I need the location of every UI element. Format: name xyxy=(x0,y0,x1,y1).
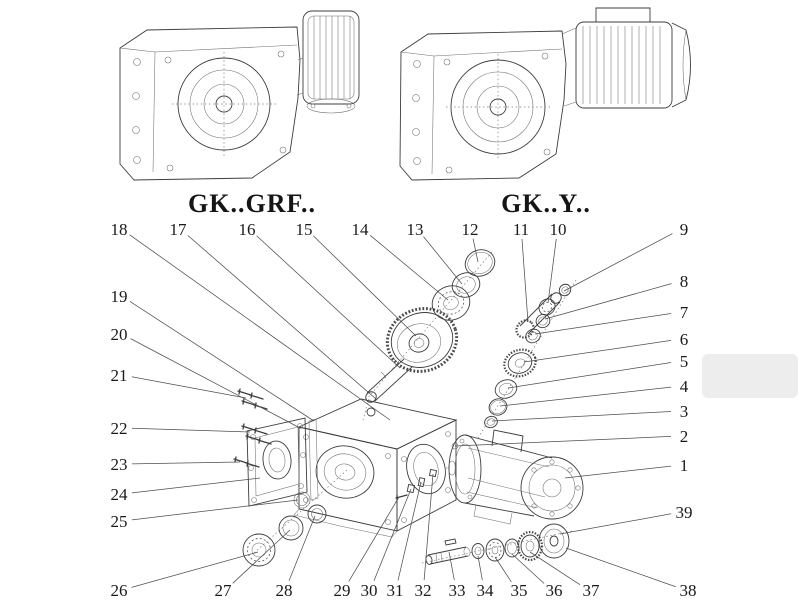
part-number-16: 16 xyxy=(239,220,256,239)
leader-line-27 xyxy=(232,529,291,584)
exploded-gasket xyxy=(308,418,319,501)
leader-line-22 xyxy=(131,427,251,433)
leader-line-24 xyxy=(131,477,261,494)
exploded-bolt-sets xyxy=(233,388,272,468)
part-number-25: 25 xyxy=(111,512,128,531)
exploded-input-flange-plate xyxy=(246,417,308,507)
part-number-1: 1 xyxy=(680,456,689,475)
part-number-39: 39 xyxy=(676,503,693,522)
exploded-output-shaft-parts xyxy=(421,523,573,565)
exploded-view-drawing xyxy=(233,249,584,567)
leader-line-26 xyxy=(131,551,259,588)
part-number-10: 10 xyxy=(550,220,567,239)
exploded-bevel-gear-rings xyxy=(484,348,537,429)
part-number-34: 34 xyxy=(477,581,495,600)
part-number-37: 37 xyxy=(583,581,601,600)
exploded-motor xyxy=(448,429,584,525)
part-number-11: 11 xyxy=(513,220,529,239)
part-number-32: 32 xyxy=(415,581,432,600)
leader-line-15 xyxy=(313,235,417,337)
part-number-5: 5 xyxy=(680,352,689,371)
part-number-17: 17 xyxy=(170,220,188,239)
leader-line-38 xyxy=(565,547,676,588)
leader-line-20 xyxy=(130,338,301,429)
part-number-31: 31 xyxy=(387,581,404,600)
part-number-8: 8 xyxy=(680,272,689,291)
leader-line-35 xyxy=(494,556,512,583)
leader-line-16 xyxy=(256,235,401,369)
part-number-22: 22 xyxy=(111,419,128,438)
leader-line-32 xyxy=(423,473,434,581)
leader-line-19 xyxy=(129,301,315,422)
part-number-28: 28 xyxy=(276,581,293,600)
leader-line-39 xyxy=(559,513,672,535)
part-number-12: 12 xyxy=(462,220,479,239)
part-number-24: 24 xyxy=(111,485,129,504)
leader-line-37 xyxy=(529,551,581,586)
part-number-13: 13 xyxy=(407,220,424,239)
leader-line-33 xyxy=(448,551,455,581)
leader-line-9 xyxy=(563,233,673,292)
part-number-14: 14 xyxy=(352,220,370,239)
part-number-30: 30 xyxy=(361,581,378,600)
part-number-33: 33 xyxy=(449,581,466,600)
leader-line-11 xyxy=(521,238,529,323)
part-number-23: 23 xyxy=(111,455,128,474)
model-title-grf: GK..GRF.. xyxy=(188,189,316,218)
part-number-21: 21 xyxy=(111,366,128,385)
leader-line-36 xyxy=(511,553,545,584)
leader-line-30 xyxy=(373,488,412,581)
leader-line-17 xyxy=(187,235,377,400)
part-number-15: 15 xyxy=(296,220,313,239)
leader-line-8 xyxy=(544,283,672,320)
part-number-36: 36 xyxy=(546,581,563,600)
exploded-cover-rings xyxy=(242,469,348,567)
leader-line-31 xyxy=(397,481,422,581)
part-number-18: 18 xyxy=(111,220,128,239)
leader-line-14 xyxy=(369,234,449,301)
part-number-9: 9 xyxy=(680,220,689,239)
part-number-20: 20 xyxy=(111,325,128,344)
part-number-19: 19 xyxy=(111,287,128,306)
part-number-29: 29 xyxy=(334,581,351,600)
leader-line-10 xyxy=(547,238,557,304)
leader-line-29 xyxy=(348,496,400,582)
leader-line-3 xyxy=(491,411,672,422)
leader-line-34 xyxy=(477,555,483,581)
part-number-2: 2 xyxy=(680,427,689,446)
leader-line-25 xyxy=(131,499,299,521)
leader-line-1 xyxy=(564,465,672,479)
leader-line-2 xyxy=(454,436,672,447)
leader-line-23 xyxy=(131,461,241,465)
leader-line-6 xyxy=(523,340,672,363)
leader-line-13 xyxy=(423,236,463,285)
leader-line-18 xyxy=(129,234,391,421)
part-number-4: 4 xyxy=(680,377,689,396)
exploded-output-gear-shaft xyxy=(365,307,459,403)
model-title-y: GK..Y.. xyxy=(501,189,591,218)
exploded-input-shaft-assembly xyxy=(477,279,577,439)
part-number-3: 3 xyxy=(680,402,689,421)
part-number-38: 38 xyxy=(680,581,697,600)
assembled-gearbox-grf-drawing xyxy=(119,10,360,181)
leader-line-12 xyxy=(472,238,479,263)
part-number-6: 6 xyxy=(680,330,689,349)
part-number-7: 7 xyxy=(680,303,689,322)
assembled-gearbox-y-drawing xyxy=(399,7,691,181)
part-number-26: 26 xyxy=(111,581,128,600)
part-number-35: 35 xyxy=(511,581,528,600)
exploded-motor-fasteners xyxy=(395,468,438,501)
exploded-housing xyxy=(293,398,458,538)
part-number-27: 27 xyxy=(215,581,233,600)
leader-line-28 xyxy=(288,515,316,581)
leader-line-5 xyxy=(507,362,672,389)
leader-line-4 xyxy=(499,386,672,407)
watermark xyxy=(702,354,798,398)
leader-lines xyxy=(129,233,676,588)
leader-line-21 xyxy=(131,376,247,399)
leader-line-7 xyxy=(534,313,672,335)
